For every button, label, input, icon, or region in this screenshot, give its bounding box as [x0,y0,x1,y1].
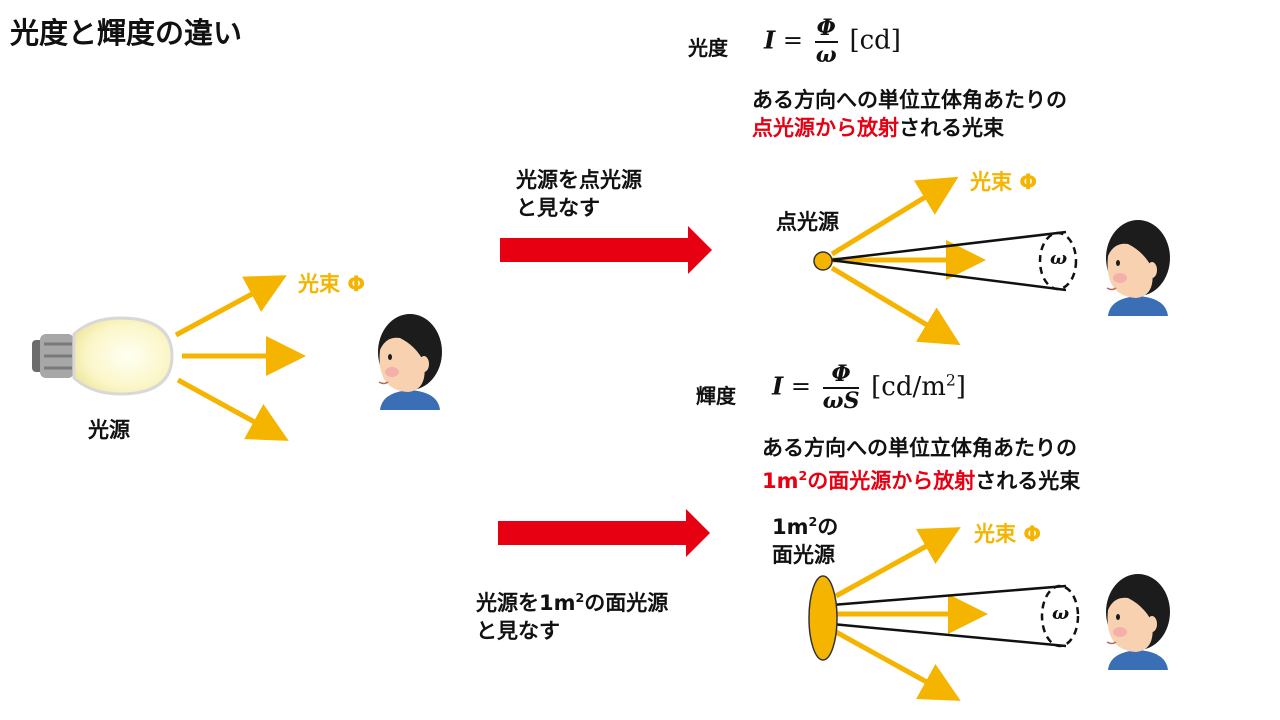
luminous-intensity-description: ある方向への単位立体角あたりの 点光源から放射される光束 [752,86,1067,142]
formula-eq: = [790,372,811,401]
top-arrow-label: 光源を点光源 と見なす [516,166,642,222]
surface-label-post: の [817,515,839,539]
surface-label-sup: 2 [808,514,818,529]
desc-highlight-pre: 1m [762,469,799,493]
surface-source-diagram [808,527,1080,701]
desc-line-2: 1m2の面光源から放射される光束 [762,462,1080,495]
desc-line-1: ある方向への単位立体角あたりの [752,88,1067,112]
top-solid-angle-label: ω [1050,248,1068,269]
desc-line-1: ある方向への単位立体角あたりの [762,436,1077,460]
unit-pre: [cd/m [871,371,946,402]
luminance-name: 輝度 [696,384,736,408]
desc-highlight: 1m2の面光源から放射 [762,468,976,493]
arrow-label-line-1: 光源を点光源 [516,168,642,192]
formula-numerator: Φ [816,15,836,41]
desc-highlight: 点光源から放射 [752,116,899,140]
surface-label-pre: 1m [772,515,809,539]
red-arrow-top [500,226,712,274]
desc-highlight-post: の面光源から放射 [807,469,976,493]
bottom-arrow-label: 光源を1m2の面光源 と見なす [476,584,668,645]
formula-fraction: Φ ω [814,15,838,68]
left-flux-label: 光束 Φ [298,272,366,296]
top-flux-label: 光束 Φ [970,170,1038,194]
arrow-label-line-2: と見なす [516,196,600,220]
arrow-label-pre: 光源を1m [476,591,576,615]
light-bulb-icon [32,316,174,396]
light-source-label: 光源 [88,418,130,442]
formula-eq: = [782,26,803,55]
surface-label-line-1: 1m2の [772,508,838,541]
point-source-label: 点光源 [776,210,839,234]
arrow-label-line-1: 光源を1m2の面光源 [476,584,668,617]
unit-sup: 2 [945,370,956,389]
bottom-flux-label: 光束 Φ [974,522,1042,546]
page-title: 光度と輝度の違い [10,16,243,50]
desc-rest: される光束 [975,469,1081,493]
formula-denominator: ωS [822,388,860,414]
formula-unit: [cd] [849,25,901,56]
desc-line-2: 点光源から放射される光束 [752,114,1067,142]
surface-source-label: 1m2の 面光源 [772,508,838,569]
formula-numerator: Φ [831,361,851,387]
observer-person-left [377,313,443,411]
luminous-intensity-formula: I = Φ ω [cd] [764,16,901,68]
luminance-formula: I = Φ ωS [cd/m2] [772,362,966,414]
left-flux-arrows [174,275,306,441]
luminous-intensity-name: 光度 [688,36,728,60]
observer-person-top [1105,219,1171,317]
desc-rest: される光束 [899,116,1004,140]
unit-post: ] [955,371,966,402]
point-source-diagram [813,176,1078,346]
formula-fraction: Φ ωS [822,361,860,414]
formula-lhs: I [764,25,776,55]
arrow-label-line-2: と見なす [476,619,560,643]
formula-lhs: I [772,371,784,401]
surface-label-line-2: 面光源 [772,543,835,567]
formula-unit: [cd/m2] [871,370,966,402]
arrow-label-post: の面光源 [584,591,669,615]
luminance-description: ある方向への単位立体角あたりの 1m2の面光源から放射される光束 [762,434,1080,495]
desc-highlight-sup: 2 [798,468,808,483]
observer-person-bottom [1105,573,1171,671]
bottom-solid-angle-label: ω [1052,603,1070,624]
red-arrow-bottom [498,509,710,557]
arrow-label-sup: 2 [575,590,585,605]
formula-denominator: ω [815,42,837,68]
